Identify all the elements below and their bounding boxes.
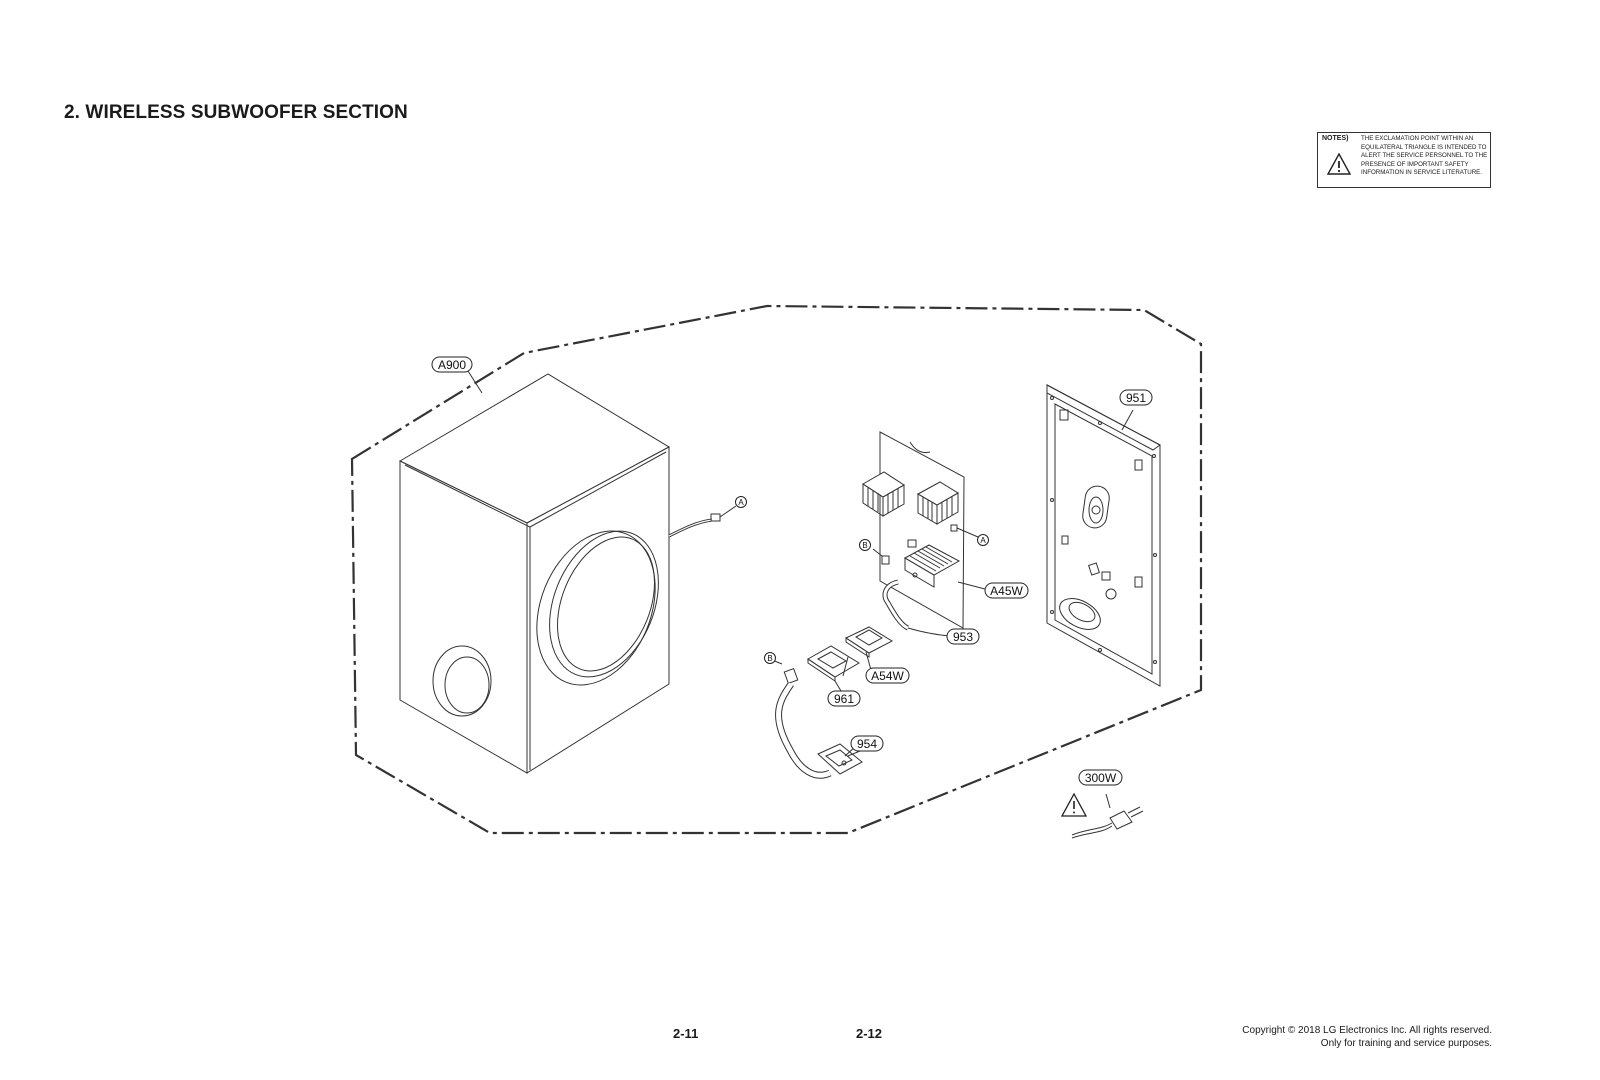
- copyright-line: Copyright © 2018 LG Electronics Inc. All…: [1242, 1025, 1492, 1036]
- right-page-number: 2-12: [856, 1026, 883, 1041]
- callout-a900: A900: [431, 356, 473, 373]
- svg-text:300W: 300W: [1085, 771, 1117, 785]
- callout-a45w: A45W: [984, 582, 1029, 599]
- leader-a900: [467, 370, 483, 394]
- usage-line: Only for training and service purposes.: [1320, 1038, 1492, 1049]
- svg-text:954: 954: [857, 737, 877, 751]
- assembly-boundary: [350, 304, 1203, 835]
- svg-text:B: B: [862, 541, 867, 550]
- callout-953: 953: [946, 628, 980, 645]
- svg-text:A900: A900: [438, 358, 466, 372]
- svg-text:961: 961: [834, 692, 854, 706]
- svg-text:A: A: [980, 536, 986, 545]
- connector-marker-b-pcb: B: [859, 539, 871, 551]
- callout-300w: 300W: [1078, 769, 1123, 786]
- left-page-number: 2-11: [673, 1026, 699, 1041]
- svg-text:A45W: A45W: [990, 584, 1023, 598]
- notes-label: NOTES): [1322, 135, 1349, 142]
- wireless-module-a54w: [844, 626, 894, 671]
- power-cord-300w: [1071, 793, 1144, 839]
- connector-marker-b-cable: B: [764, 652, 776, 664]
- svg-text:A: A: [738, 498, 744, 507]
- pcb-a45w: [862, 431, 986, 637]
- subwoofer-cabinet: [398, 373, 737, 774]
- callout-961: 961: [827, 690, 861, 707]
- notes-text: THE EXCLAMATION POINT WITHIN AN EQUILATE…: [1361, 135, 1488, 177]
- svg-text:A54W: A54W: [871, 669, 904, 683]
- shield-961: [807, 645, 860, 697]
- power-inlet-954: [771, 659, 863, 779]
- warning-triangle-icon: [1327, 153, 1351, 175]
- callout-a54w: A54W: [865, 667, 910, 684]
- leader-961: [842, 656, 849, 677]
- svg-text:B: B: [767, 654, 772, 663]
- safety-notes-box: NOTES) THE EXCLAMATION POINT WITHIN AN E…: [1317, 132, 1491, 188]
- callout-951: 951: [1119, 389, 1153, 406]
- connector-marker-a-pcb: A: [977, 534, 989, 546]
- svg-text:951: 951: [1126, 391, 1146, 405]
- page-title: 2. WIRELESS SUBWOOFER SECTION: [64, 102, 408, 123]
- rear-panel-951: [1046, 384, 1161, 687]
- svg-text:953: 953: [953, 630, 973, 644]
- warning-triangle-icon: [1060, 792, 1088, 817]
- callout-954: 954: [850, 735, 884, 752]
- copyright-notice: Copyright © 2018 LG Electronics Inc. All…: [1242, 1024, 1492, 1050]
- connector-marker-a-cable: A: [735, 496, 747, 508]
